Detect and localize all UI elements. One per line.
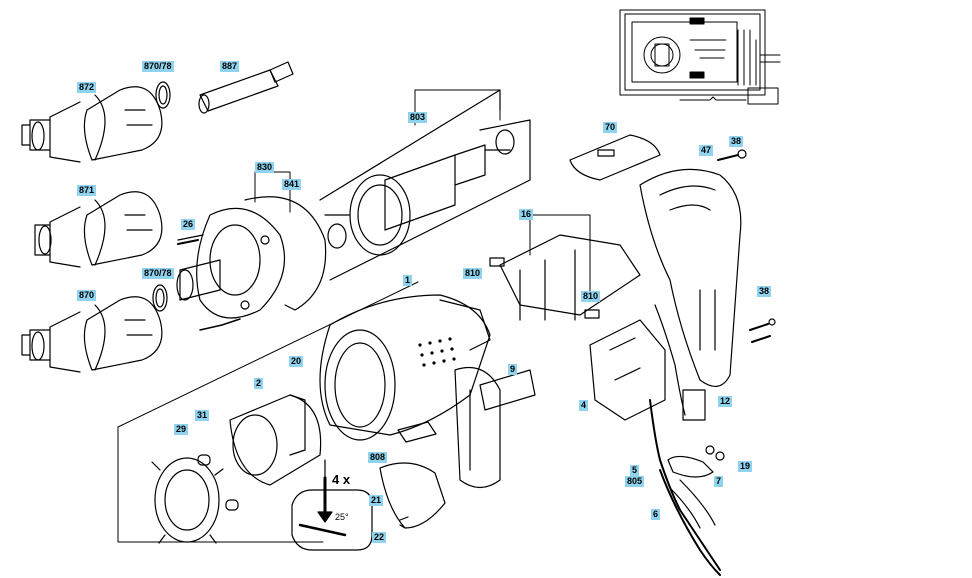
label-810-left: 810 <box>463 268 483 279</box>
handle-cover-47 <box>639 168 742 387</box>
gasket-841 <box>244 196 327 311</box>
depth-locator-872 <box>21 86 163 163</box>
label-871: 871 <box>77 185 97 196</box>
label-841: 841 <box>282 179 302 190</box>
label-19: 19 <box>738 461 753 472</box>
guard-21 <box>379 462 446 529</box>
label-887: 887 <box>220 61 240 72</box>
switch-4 <box>589 319 666 421</box>
label-870-78-mid: 870/78 <box>142 268 174 279</box>
label-870: 870 <box>77 290 97 301</box>
label-20: 20 <box>289 356 304 367</box>
label-21: 21 <box>369 495 384 506</box>
label-70: 70 <box>603 122 618 133</box>
brush-ring-29 <box>151 457 224 544</box>
label-808: 808 <box>368 452 388 463</box>
label-6: 6 <box>651 509 661 520</box>
gear-housing-830 <box>176 207 286 319</box>
multiplier-text: 4 x <box>332 472 351 487</box>
label-26: 26 <box>181 219 196 230</box>
depth-locator-871 <box>34 191 163 268</box>
label-870-78-top: 870/78 <box>142 61 174 72</box>
bit-holder-887 <box>198 61 294 114</box>
label-29: 29 <box>174 424 189 435</box>
label-38-right: 38 <box>757 286 772 297</box>
label-47: 47 <box>699 145 714 156</box>
label-38-top: 38 <box>729 136 744 147</box>
wiring-schematic <box>619 9 781 105</box>
field-coil-2 <box>229 394 322 486</box>
ring-top <box>155 81 171 109</box>
label-9: 9 <box>508 364 518 375</box>
angle-text: 25° <box>335 512 349 522</box>
label-830: 830 <box>255 162 275 173</box>
depth-locator-870 <box>21 296 163 373</box>
slide-70 <box>569 134 661 181</box>
label-7: 7 <box>714 476 724 487</box>
label-872: 872 <box>77 82 97 93</box>
armature-803 <box>324 129 515 256</box>
label-22: 22 <box>372 532 387 543</box>
cable-6 <box>649 399 721 576</box>
ring-mid <box>152 284 168 312</box>
label-16: 16 <box>519 209 534 220</box>
label-810-right: 810 <box>581 291 601 302</box>
switch-carrier-16 <box>489 234 641 321</box>
label-12: 12 <box>718 396 733 407</box>
label-5: 5 <box>630 465 640 476</box>
label-803: 803 <box>408 112 428 123</box>
label-31: 31 <box>195 410 210 421</box>
motor-housing-1 <box>319 294 501 489</box>
label-1: 1 <box>403 275 413 286</box>
label-4: 4 <box>579 400 589 411</box>
label-805: 805 <box>625 476 645 487</box>
label-2: 2 <box>254 378 264 389</box>
